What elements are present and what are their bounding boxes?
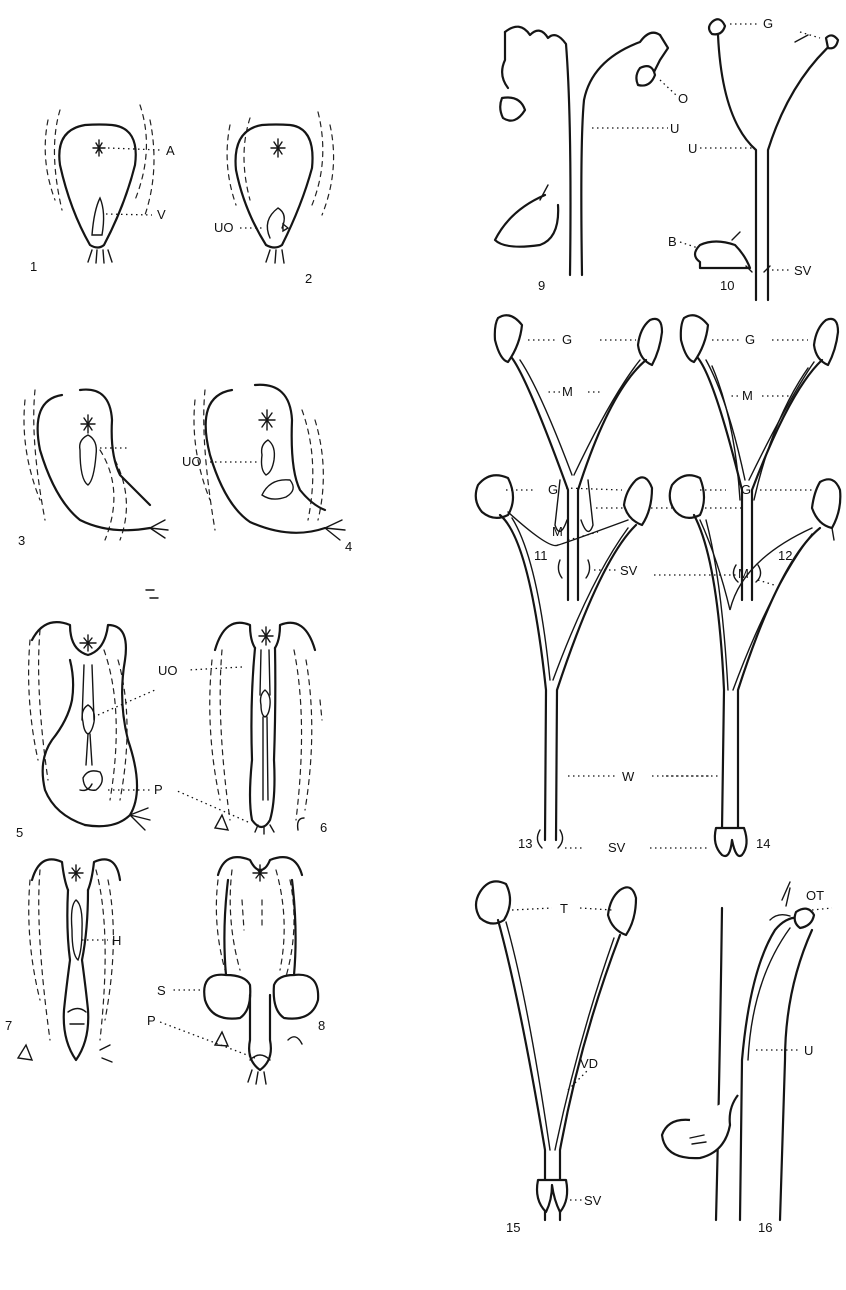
label-V: V — [157, 207, 166, 222]
label-G-5: G — [741, 482, 751, 497]
label-H: H — [112, 933, 121, 948]
label-U-3: U — [804, 1043, 813, 1058]
label-OT: OT — [806, 888, 824, 903]
label-P-1: P — [154, 782, 163, 797]
stray-mark — [146, 590, 158, 598]
label-UO-3: UO — [158, 663, 178, 678]
figure-number-3: 3 — [18, 533, 25, 548]
label-G-4: G — [548, 482, 558, 497]
figure-number-11: 11 — [534, 548, 548, 563]
label-SV-2: SV — [620, 563, 638, 578]
figure-number-15: 15 — [506, 1220, 520, 1235]
figure-number-7: 7 — [5, 1018, 12, 1033]
figure-number-1: 1 — [30, 259, 37, 274]
figure-9: O U 9 — [495, 27, 688, 293]
figure-number-8: 8 — [318, 1018, 325, 1033]
label-SV-3: SV — [608, 840, 626, 855]
figure-number-4: 4 — [345, 539, 352, 554]
figure-15: T VD SV 15 — [476, 881, 636, 1235]
figure-16: OT U 16 — [662, 882, 832, 1235]
figure-number-12: 12 — [778, 548, 792, 563]
label-UO-2: UO — [182, 454, 202, 469]
figure-2: UO 2 — [214, 112, 334, 286]
label-U-1: U — [670, 121, 679, 136]
label-S: S — [157, 983, 166, 998]
label-A: A — [166, 143, 175, 158]
figure-number-9: 9 — [538, 278, 545, 293]
figure-5: P 5 — [16, 622, 163, 840]
figure-number-13: 13 — [518, 836, 532, 851]
label-P-2: P — [147, 1013, 156, 1028]
label-M-3: M — [552, 524, 563, 539]
label-W-3: W — [622, 769, 635, 784]
figure-13: G M W SV 13 — [476, 475, 710, 855]
label-VD: VD — [580, 1056, 598, 1071]
figure-number-6: 6 — [320, 820, 327, 835]
figure-6: UO 6 — [158, 623, 327, 835]
figure-14: G M 14 — [650, 475, 840, 856]
label-G-1: G — [763, 16, 773, 31]
label-T: T — [560, 901, 568, 916]
figure-number-2: 2 — [305, 271, 312, 286]
figure-number-5: 5 — [16, 825, 23, 840]
figure-7: H 7 — [5, 859, 121, 1062]
figure-12: G M W 12 — [654, 315, 838, 600]
label-U-2: U — [688, 141, 697, 156]
figure-3: 3 — [18, 390, 168, 548]
label-M-1: M — [562, 384, 573, 399]
figure-4: UO 4 — [182, 385, 352, 554]
label-G-3: G — [745, 332, 755, 347]
label-SV-1: SV — [794, 263, 812, 278]
label-O: O — [678, 91, 688, 106]
label-M-2: M — [742, 388, 753, 403]
label-B: B — [668, 234, 677, 249]
figure-number-10: 10 — [720, 278, 734, 293]
figure-10: G U B SV 10 — [668, 16, 838, 300]
label-UO-1: UO — [214, 220, 234, 235]
figure-number-16: 16 — [758, 1220, 772, 1235]
figure-11: G M W SV 11 — [495, 315, 689, 600]
label-G-2: G — [562, 332, 572, 347]
figure-1: A V 1 — [30, 105, 175, 274]
figure-number-14: 14 — [756, 836, 770, 851]
label-M-4: M — [738, 566, 749, 581]
figure-8: S P 8 — [147, 857, 325, 1084]
label-SV-4: SV — [584, 1193, 602, 1208]
